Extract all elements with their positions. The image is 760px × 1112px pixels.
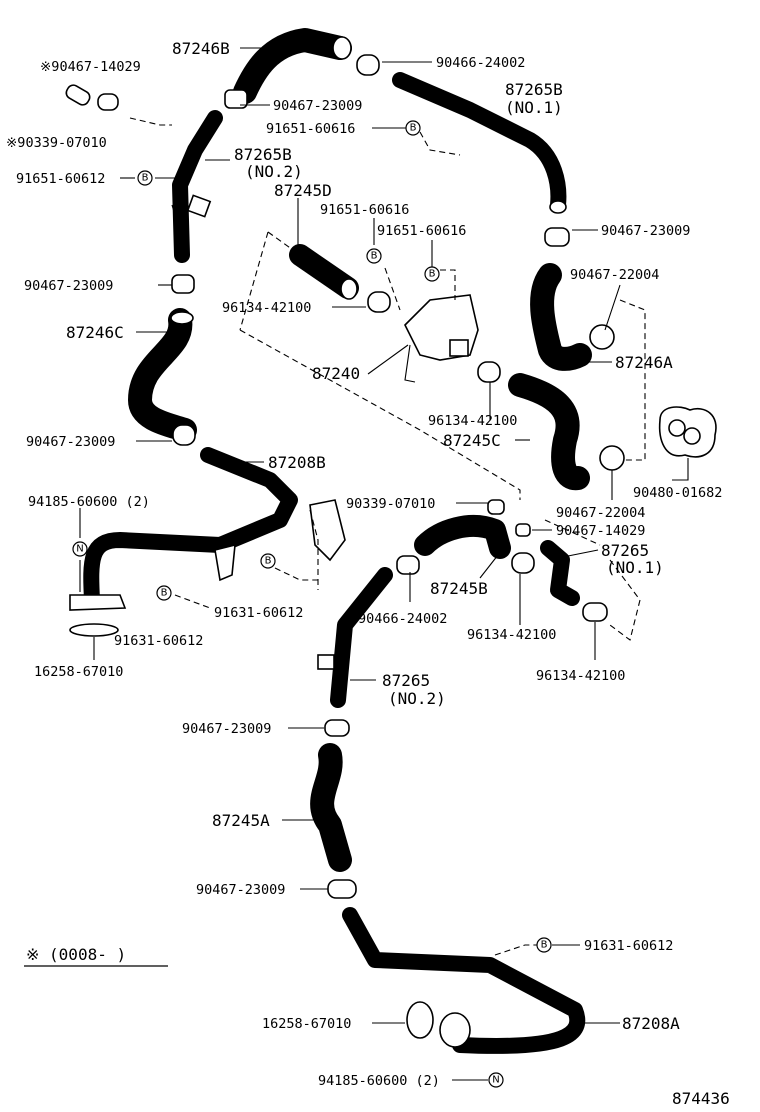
nut-marker: N	[488, 1072, 504, 1088]
label-87265-no2-sub: (NO.2)	[388, 689, 446, 708]
label-90467-23009-e: 90467-23009	[182, 721, 271, 737]
label-note: ※ (0008- )	[26, 945, 126, 964]
svg-text:B: B	[142, 173, 149, 184]
label-91651-60616-c: 91651-60616	[377, 223, 466, 239]
bolt-markers: B B B B N B B B N	[72, 120, 552, 1088]
label-91651-60616-a: 91651-60616	[266, 121, 355, 137]
part-labels: 87246B 90466-24002 ※90467-14029 90467-23…	[6, 39, 730, 1108]
label-94185-60600-b: 94185-60600 (2)	[318, 1073, 440, 1089]
label-87265B-no1: 87265B	[505, 80, 563, 99]
bolt-marker: B	[536, 937, 552, 953]
label-87246B: 87246B	[172, 39, 230, 58]
label-87245C: 87245C	[443, 431, 501, 450]
label-90466-24002-mid: 90466-24002	[358, 611, 447, 627]
label-91631-60612-b: 91631-60612	[114, 633, 203, 649]
label-87265-no2: 87265	[382, 671, 430, 690]
bolt-marker: B	[137, 170, 153, 186]
label-91651-60616-b: 91651-60616	[320, 202, 409, 218]
label-91631-60612-a: 91631-60612	[214, 605, 303, 621]
svg-text:B: B	[541, 940, 548, 951]
label-16258-67010-b: 16258-67010	[262, 1016, 351, 1032]
label-91631-60612-c: 91631-60612	[584, 938, 673, 954]
label-90466-24002-top: 90466-24002	[436, 55, 525, 71]
label-87240: 87240	[312, 364, 360, 383]
leader-lines	[79, 47, 689, 1081]
label-87265B-no2-sub: (NO.2)	[245, 162, 303, 181]
bolt-marker: B	[260, 553, 276, 569]
label-90467-23009-d: 90467-23009	[26, 434, 115, 450]
dashed-guides	[129, 117, 646, 956]
bolt-marker: B	[366, 248, 382, 264]
label-87245D: 87245D	[274, 181, 332, 200]
diagram-id: 874436	[672, 1089, 730, 1108]
label-90467-23009-b: 90467-23009	[601, 223, 690, 239]
label-87208A: 87208A	[622, 1014, 680, 1033]
label-96134-42100-b: 96134-42100	[428, 413, 517, 429]
label-16258-67010-a: 16258-67010	[34, 664, 123, 680]
label-94185-60600-a: 94185-60600 (2)	[28, 494, 150, 510]
svg-text:B: B	[429, 269, 436, 280]
label-90467-14029-mid: 90467-14029	[556, 523, 645, 539]
label-90467-22004-a: 90467-22004	[570, 267, 659, 283]
label-87208B: 87208B	[268, 453, 326, 472]
bolt-marker: B	[405, 120, 421, 136]
label-90467-23009-f: 90467-23009	[196, 882, 285, 898]
label-87245B: 87245B	[430, 579, 488, 598]
label-87246A: 87246A	[615, 353, 673, 372]
svg-text:B: B	[371, 251, 378, 262]
label-96134-42100-a: 96134-42100	[222, 300, 311, 316]
label-90467-14029-left: ※90467-14029	[40, 59, 141, 75]
label-90480-01682: 90480-01682	[633, 485, 722, 501]
label-87245A: 87245A	[212, 811, 270, 830]
svg-text:B: B	[265, 556, 272, 567]
bolt-marker: B	[424, 266, 440, 282]
label-90467-23009-a: 90467-23009	[273, 98, 362, 114]
label-91651-60612: 91651-60612	[16, 171, 105, 187]
svg-text:B: B	[161, 588, 168, 599]
label-90467-22004-b: 90467-22004	[556, 505, 645, 521]
bolt-marker: B	[156, 585, 172, 601]
label-96134-42100-c: 96134-42100	[467, 627, 556, 643]
svg-text:N: N	[76, 544, 83, 555]
label-87265B-no1-sub: (NO.1)	[505, 98, 563, 117]
nut-marker: N	[72, 541, 88, 557]
label-87265-no1-sub: (NO.1)	[606, 558, 664, 577]
svg-text:B: B	[410, 123, 417, 134]
label-90467-23009-c: 90467-23009	[24, 278, 113, 294]
hoses-and-pipes	[69, 28, 717, 1054]
label-90339-07010-mid: 90339-07010	[346, 496, 435, 512]
label-87246C: 87246C	[66, 323, 124, 342]
clamps	[65, 54, 625, 899]
grommet-90480-01682	[658, 406, 717, 458]
label-87265B-no2: 87265B	[234, 145, 292, 164]
label-87265-no1: 87265	[601, 541, 649, 560]
label-90339-07010-left: ※90339-07010	[6, 135, 107, 151]
svg-text:N: N	[492, 1075, 499, 1086]
label-96134-42100-d: 96134-42100	[536, 668, 625, 684]
